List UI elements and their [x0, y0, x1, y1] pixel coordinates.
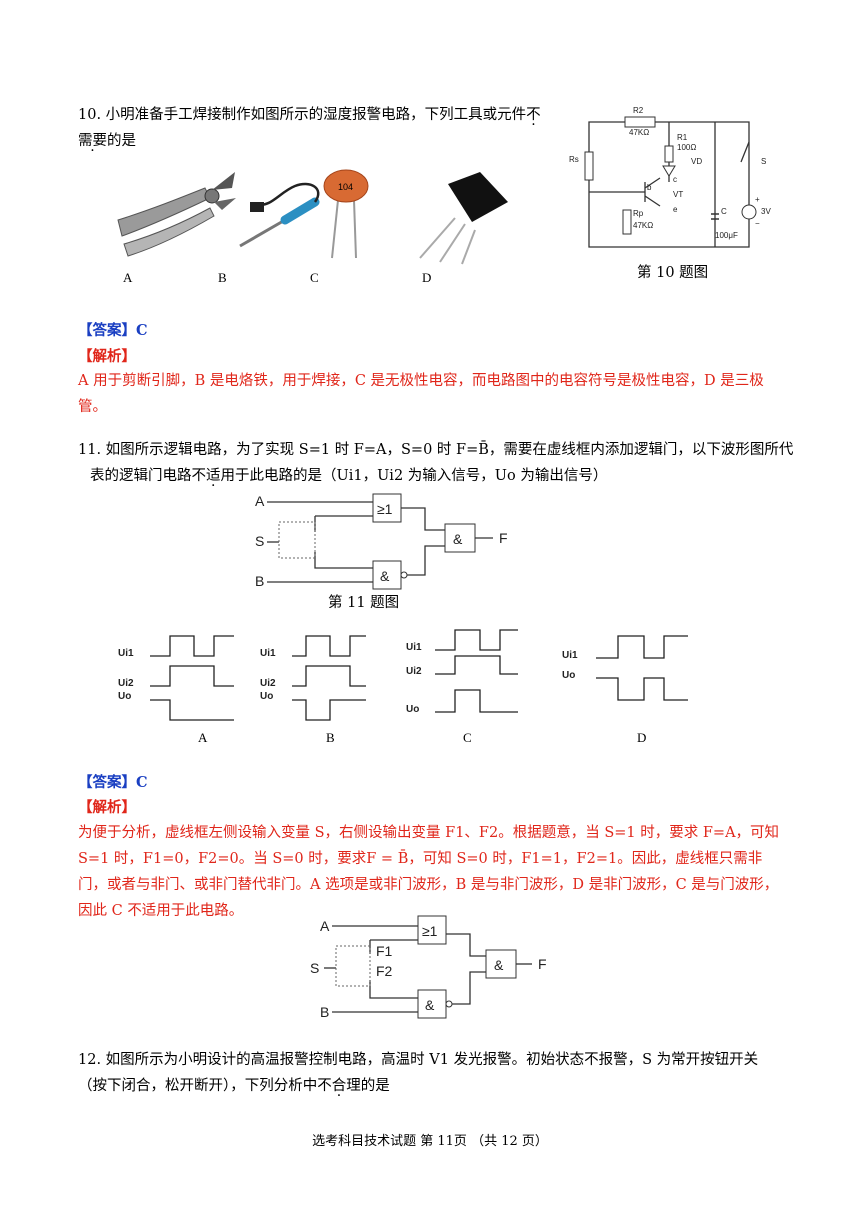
- pliers-image: [117, 172, 236, 257]
- svg-text:&: &: [494, 957, 504, 973]
- q12-stem: 12. 如图所示为小明设计的高温报警控制电路，高温时 V1 发光报警。初始状态不…: [78, 1047, 798, 1099]
- transistor-image: [419, 172, 508, 265]
- svg-text:B: B: [320, 1004, 329, 1020]
- q11-figure-caption: 第 11 题图: [328, 595, 400, 611]
- q11-stem: 11. 如图所示逻辑电路，为了实现 S=1 时 F=A，S=0 时 F=B̄，需…: [78, 437, 798, 489]
- svg-text:VT: VT: [673, 190, 683, 199]
- svg-text:&: &: [425, 997, 435, 1013]
- svg-text:F: F: [499, 530, 508, 546]
- soldering-iron-image: [239, 182, 320, 248]
- svg-text:F1: F1: [376, 943, 393, 959]
- svg-text:C: C: [721, 207, 727, 216]
- q11-answer: 【答案】C: [78, 774, 148, 791]
- q11-option-c: C: [463, 730, 472, 745]
- svg-text:Ui2: Ui2: [118, 678, 134, 689]
- svg-text:Rp: Rp: [633, 209, 644, 218]
- svg-text:Ui2: Ui2: [260, 678, 276, 689]
- svg-text:S: S: [761, 157, 766, 166]
- svg-text:Rs: Rs: [569, 155, 579, 164]
- svg-text:100Ω: 100Ω: [677, 143, 696, 152]
- svg-text:S: S: [255, 533, 264, 549]
- svg-text:A: A: [320, 918, 330, 934]
- svg-text:c: c: [673, 175, 677, 184]
- svg-text:100μF: 100μF: [715, 231, 738, 240]
- svg-text:104: 104: [338, 182, 353, 192]
- svg-text:Ui1: Ui1: [406, 642, 422, 653]
- q10-option-a: A: [123, 270, 133, 285]
- q10-stem: 10. 小明准备手工焊接制作如图所示的湿度报警电路，下列工具或元件不 需要的是: [78, 102, 558, 154]
- svg-text:F: F: [538, 956, 547, 972]
- q10-analysis-label: 【解析】: [78, 348, 136, 365]
- ceramic-capacitor-image: 104: [323, 169, 369, 259]
- svg-text:e: e: [673, 205, 678, 214]
- svg-text:3V: 3V: [761, 207, 771, 216]
- q10-option-c: C: [310, 270, 319, 285]
- q11-logic-circuit: A S B F ≥1 & &: [255, 493, 508, 590]
- q10-option-b: B: [218, 270, 227, 285]
- svg-text:R1: R1: [677, 133, 688, 142]
- q11-waveforms: Ui1 Ui2 Uo Ui1 Ui2 Uo Ui1 Ui2 Uo Ui1 Uo: [118, 629, 688, 721]
- q11-option-b: B: [326, 730, 335, 745]
- svg-text:≥1: ≥1: [422, 923, 438, 939]
- q10-option-d: D: [422, 270, 432, 285]
- q11-analysis-circuit: A S B F F1 F2 ≥1 & &: [310, 915, 547, 1020]
- q11-analysis: 为便于分析，虚线框左侧设输入变量 S，右侧设输出变量 F1、F2。根据题意，当 …: [78, 825, 780, 919]
- q11-analysis-label: 【解析】: [78, 799, 136, 816]
- svg-text:Ui1: Ui1: [562, 650, 578, 661]
- svg-text:&: &: [453, 531, 463, 547]
- svg-text:F2: F2: [376, 963, 393, 979]
- svg-text:A: A: [255, 493, 265, 509]
- svg-text:R2: R2: [633, 106, 644, 115]
- svg-text:VD: VD: [691, 157, 702, 166]
- page-footer: 选考科目技术试题 第 11页 （共 12 页）: [312, 1134, 548, 1149]
- svg-text:Uo: Uo: [260, 691, 273, 702]
- svg-text:−: −: [755, 219, 760, 228]
- q11-option-d: D: [637, 730, 647, 745]
- svg-text:S: S: [310, 960, 319, 976]
- svg-text:Uo: Uo: [118, 691, 131, 702]
- svg-text:+: +: [755, 195, 760, 204]
- svg-text:47KΩ: 47KΩ: [629, 128, 649, 137]
- svg-text:Ui2: Ui2: [406, 666, 422, 677]
- svg-text:Ui1: Ui1: [118, 648, 134, 659]
- svg-text:Uo: Uo: [562, 670, 575, 681]
- svg-text:Ui1: Ui1: [260, 648, 276, 659]
- q10-analysis: A 用于剪断引脚，B 是电烙铁，用于焊接，C 是无极性电容，而电路图中的电容符号…: [78, 373, 764, 415]
- q10-circuit-diagram: R2 47KΩ R1 100Ω VD Rs Rp 47KΩ b c e VT C…: [569, 106, 771, 248]
- svg-text:Uo: Uo: [406, 704, 419, 715]
- svg-text:47KΩ: 47KΩ: [633, 221, 653, 230]
- q11-option-a: A: [198, 730, 208, 745]
- svg-text:≥1: ≥1: [377, 501, 393, 517]
- svg-text:b: b: [647, 183, 652, 192]
- svg-text:B: B: [255, 573, 264, 589]
- q10-figure-caption: 第 10 题图: [637, 265, 709, 281]
- q10-option-images: 104: [117, 169, 508, 265]
- svg-text:&: &: [380, 568, 390, 584]
- q10-answer: 【答案】C: [78, 322, 148, 339]
